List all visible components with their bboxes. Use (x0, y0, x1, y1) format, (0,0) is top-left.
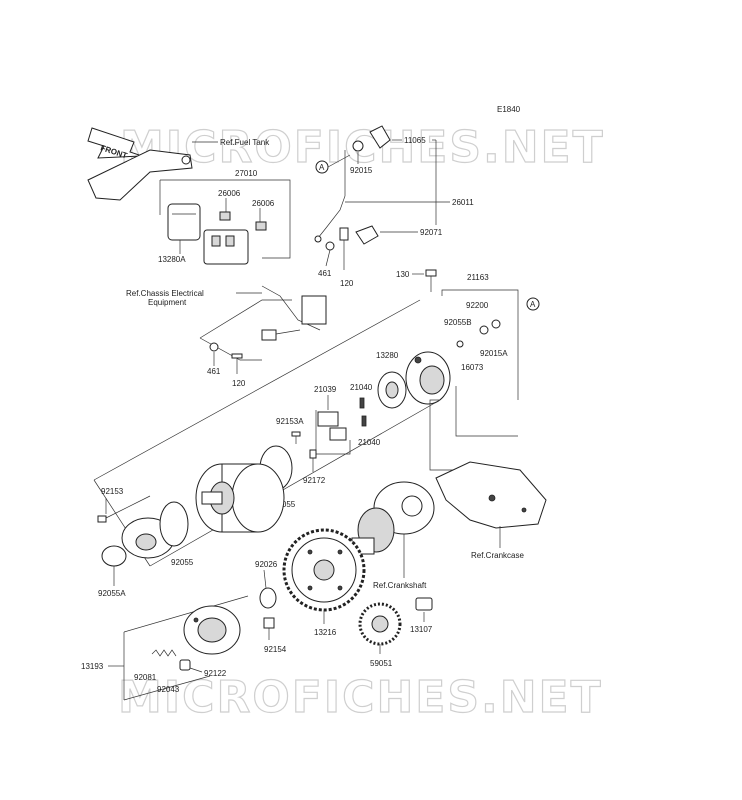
ref-chassis-line1: Ref.Chassis Electrical (126, 289, 204, 298)
oring-92055A (101, 545, 127, 567)
label-92026: 92026 (255, 560, 278, 569)
watermark-bottom: MICROFICHES.NET (118, 672, 603, 723)
washer-461-a (325, 241, 335, 251)
label-92153A: 92153A (276, 417, 304, 426)
label-92055A: 92055A (98, 589, 126, 598)
label-92122: 92122 (204, 669, 227, 678)
gear-13216 (282, 528, 366, 612)
cable-26011 (314, 150, 346, 243)
brush-holder-part (377, 371, 407, 409)
label-26011: 26011 (452, 198, 474, 207)
crankcase-part (435, 461, 547, 529)
ref-crankshaft: Ref.Crankshaft (373, 581, 427, 590)
label-59051: 59051 (370, 659, 393, 668)
spring-21040-b (361, 415, 367, 427)
label-13107: 13107 (410, 625, 433, 634)
screw-92172 (309, 449, 317, 472)
yoke-armature-part (195, 463, 285, 533)
washer-461-b (209, 342, 219, 352)
bolt-92154 (263, 617, 275, 640)
label-13280: 13280 (376, 351, 399, 360)
starter-relay-part (203, 229, 249, 265)
label-92015A: 92015A (480, 349, 508, 358)
spring-21040-a (359, 397, 365, 409)
crankshaft-part (351, 481, 435, 555)
oring-92055-b (159, 501, 189, 547)
wire-harness-part (261, 285, 327, 341)
relay-cover-part (167, 203, 201, 241)
label-27010: 27010 (235, 169, 258, 178)
label-11065: 11065 (404, 136, 426, 145)
bolt-130 (425, 269, 437, 292)
boot-92071 (355, 225, 379, 245)
label-130: 130 (396, 270, 410, 279)
pin-92043 (179, 659, 191, 671)
callout-a-right (526, 297, 540, 311)
ref-crankcase: Ref.Crankcase (471, 551, 524, 560)
callout-a-top-letter: A (319, 163, 325, 172)
end-cover-part (405, 351, 451, 405)
label-21040-b: 21040 (358, 438, 381, 447)
bolt-92153a (291, 431, 301, 444)
bolt-120-a (339, 227, 349, 270)
washer-92026 (259, 587, 277, 609)
oring-92055b (456, 340, 464, 348)
brush-21039 (317, 411, 347, 441)
label-92200: 92200 (466, 301, 489, 310)
washer-92200 (479, 325, 489, 335)
bolt-120-b (231, 353, 243, 374)
label-21039: 21039 (314, 385, 337, 394)
nut-92015a (491, 319, 501, 329)
label-13216: 13216 (314, 628, 337, 637)
label-26006-b: 26006 (252, 199, 275, 208)
label-92015: 92015 (350, 166, 373, 175)
ref-chassis-line2: Equipment (148, 298, 187, 307)
label-92055B: 92055B (444, 318, 472, 327)
label-21163: 21163 (467, 273, 489, 282)
pin-13107 (415, 597, 433, 611)
label-461-b: 461 (207, 367, 221, 376)
boot-11065 (369, 125, 391, 149)
label-16073: 16073 (461, 363, 484, 372)
label-13193: 13193 (81, 662, 104, 671)
front-arrow-icon: FRONT (87, 127, 143, 160)
starter-clutch-13193 (183, 605, 241, 655)
gear-59051 (358, 602, 402, 646)
label-92172: 92172 (303, 476, 326, 485)
label-92071: 92071 (420, 228, 443, 237)
label-92081: 92081 (134, 673, 157, 682)
label-92154: 92154 (264, 645, 287, 654)
label-13280A: 13280A (158, 255, 186, 264)
label-461-a: 461 (318, 269, 332, 278)
label-92055-a: 92055 (273, 500, 296, 509)
label-92043: 92043 (157, 685, 180, 694)
label-92153: 92153 (101, 487, 124, 496)
label-92055-b: 92055 (171, 558, 194, 567)
bolt-92153 (97, 495, 151, 523)
nut-92015 (352, 140, 364, 152)
label-120-a: 120 (340, 279, 354, 288)
spring-92081 (151, 649, 177, 657)
label-120-b: 120 (232, 379, 246, 388)
label-21040-a: 21040 (350, 383, 373, 392)
bracket-part (87, 149, 193, 201)
ref-fuel-tank: Ref.Fuel Tank (220, 138, 270, 147)
callout-a-right-letter: A (530, 300, 536, 309)
diagram-code: E1840 (497, 105, 521, 114)
label-26006-a: 26006 (218, 189, 241, 198)
